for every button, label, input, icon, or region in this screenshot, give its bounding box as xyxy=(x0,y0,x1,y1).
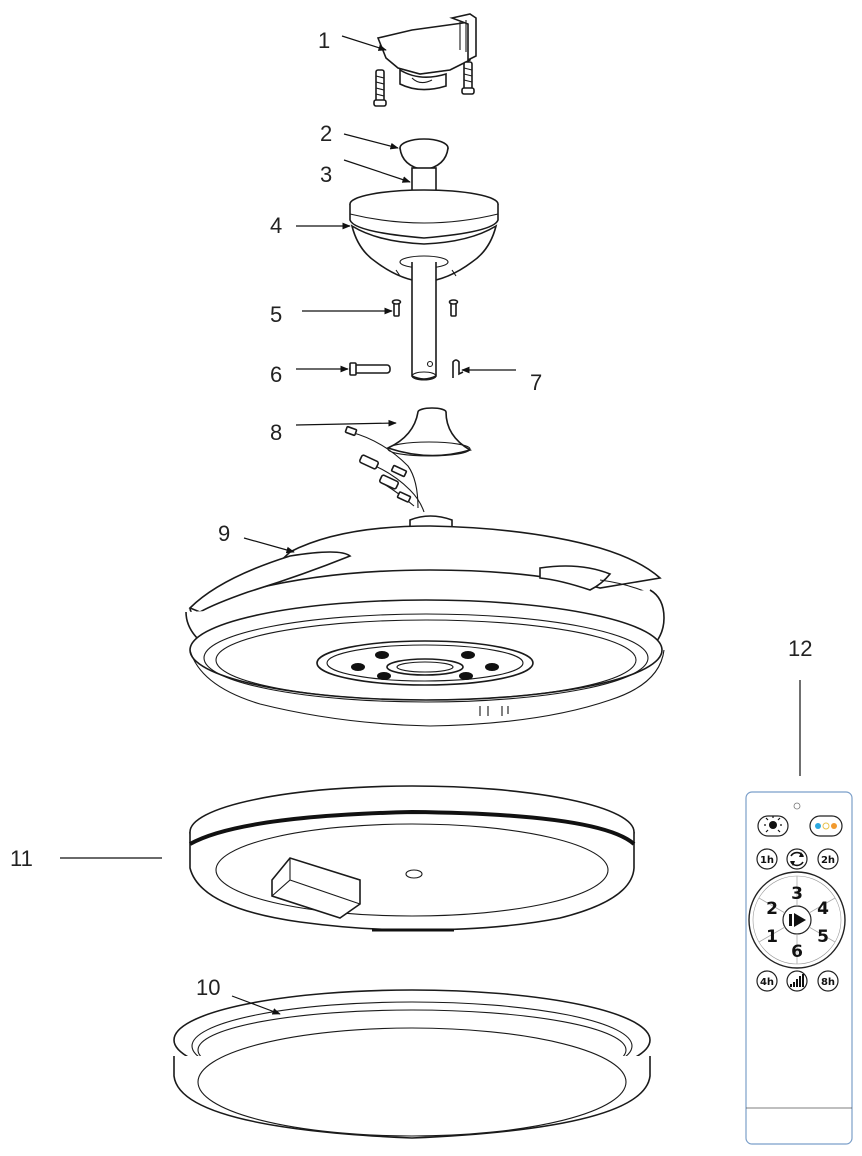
signal-icon xyxy=(790,974,804,987)
downrod xyxy=(411,262,437,381)
part-6-pin xyxy=(349,362,391,376)
callout-1: 1 xyxy=(318,28,330,53)
leader-lines xyxy=(60,35,801,1015)
part-11-led-housing xyxy=(189,785,636,932)
timer-4h-button: 4h xyxy=(760,977,774,988)
callout-10: 10 xyxy=(196,975,220,1000)
play-icon xyxy=(789,913,806,927)
wiring xyxy=(344,425,425,513)
callout-9: 9 xyxy=(218,521,230,546)
callout-2: 2 xyxy=(320,121,332,146)
part-4-canopy xyxy=(349,189,499,283)
part-2-canopy-top xyxy=(399,138,449,171)
callout-4: 4 xyxy=(270,213,282,238)
callout-8: 8 xyxy=(270,420,282,445)
part-7-clip xyxy=(452,359,464,378)
speed-1-button: 1 xyxy=(766,927,778,947)
color-temperature-icon xyxy=(815,822,837,830)
part-1-mounting-bracket xyxy=(373,13,477,107)
timer-2h-button: 2h xyxy=(821,855,835,866)
part-12-remote-control: 1h 2h 3 2 4 1 5 6 4h xyxy=(745,791,853,1145)
speed-2-button: 2 xyxy=(766,899,778,919)
part-5-screws xyxy=(391,299,459,317)
timer-1h-button: 1h xyxy=(760,855,774,866)
callout-3: 3 xyxy=(320,162,332,187)
callout-11: 11 xyxy=(10,846,33,871)
callout-labels: 1 2 3 4 5 6 7 8 9 11 10 12 xyxy=(10,28,812,1000)
speed-4-button: 4 xyxy=(817,899,829,919)
speed-3-button: 3 xyxy=(791,884,803,904)
part-9-fan-body xyxy=(185,515,665,727)
callout-6: 6 xyxy=(270,362,282,387)
speed-6-button: 6 xyxy=(791,942,803,962)
part-8-coupling-cover xyxy=(385,407,472,457)
callout-7: 7 xyxy=(530,370,542,395)
speed-5-button: 5 xyxy=(817,927,829,947)
callout-12: 12 xyxy=(788,636,812,661)
light-bulb-icon xyxy=(764,816,782,833)
timer-8h-button: 8h xyxy=(821,977,835,988)
part-10-diffuser-cover xyxy=(173,989,651,1139)
callout-5: 5 xyxy=(270,302,282,327)
reverse-icon xyxy=(790,851,804,867)
